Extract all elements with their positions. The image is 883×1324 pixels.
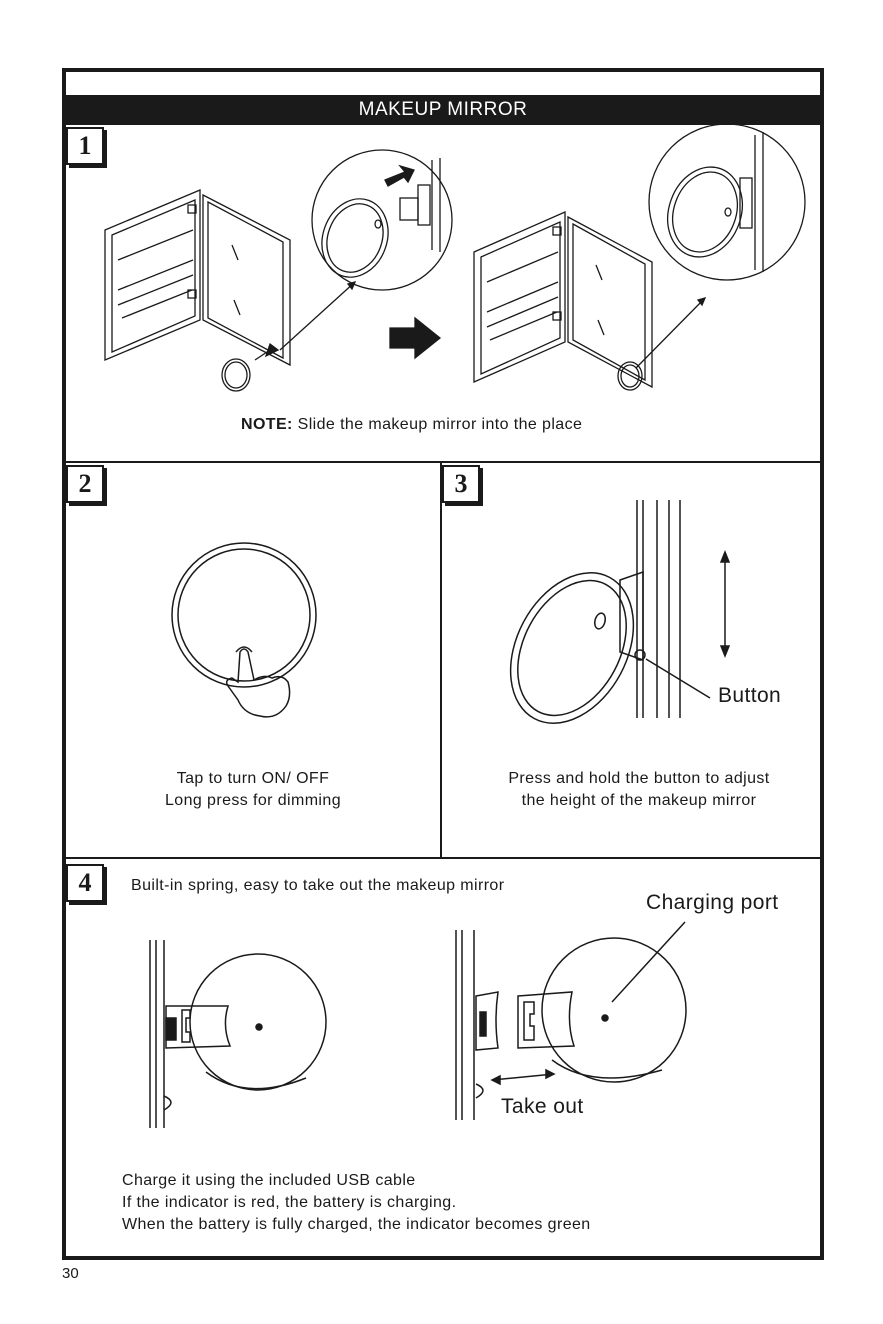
zoom-circle-before [311,149,453,291]
finger-tap-icon [225,648,291,718]
mirror-attached [189,953,327,1091]
mirror-side-view [509,572,635,724]
button-callout: Button [718,684,782,707]
charging-port [601,1014,609,1022]
take-out-callout: Take out [501,1095,584,1118]
arrow-up-icon [719,549,731,563]
cabinet-illustration-before [104,189,291,367]
step2-instruction-line2: Long press for dimming [165,792,341,809]
arrow-down-icon [719,645,731,659]
note-text: Slide the makeup mirror into the place [297,416,583,433]
page-number: 30 [62,1265,79,1282]
step4-note-3: When the battery is fully charged, the i… [122,1216,591,1233]
step4-note-1: Charge it using the included USB cable [122,1172,416,1189]
step3-instruction-line2: the height of the makeup mirror [521,792,757,809]
step-number-1: 1 [66,127,104,165]
arrow-double-icon [545,1068,556,1080]
mirror-detached [541,937,687,1083]
makeup-mirror-small [221,358,251,392]
step-number-3: 3 [442,465,480,503]
step1-note: NOTE: Slide the makeup mirror into the p… [241,416,582,434]
divider-step2-step3 [440,463,442,857]
ring-light-mirror [171,542,317,688]
charging-port-callout: Charging port [646,891,779,914]
section-title: MAKEUP MIRROR [66,95,820,125]
divider-step3-bottom [66,857,820,859]
spring-clip-detached [517,991,576,1049]
step4-note-2: If the indicator is red, the battery is … [122,1194,457,1211]
page-frame [62,68,824,1260]
note-label: NOTE: [241,416,293,433]
height-adjust-button [634,649,646,661]
arrow-right-icon [389,316,442,360]
zoom-circle-after [648,123,806,281]
step4-intro: Built-in spring, easy to take out the ma… [131,877,505,894]
cabinet-illustration-after [473,211,653,389]
step3-instruction-line1: Press and hold the button to adjust [508,770,770,787]
step-number-2: 2 [66,465,104,503]
divider-step1-bottom [66,461,820,463]
spring-clip [165,1005,232,1049]
step2-instruction-line1: Tap to turn ON/ OFF [176,770,330,787]
step-number-4: 4 [66,864,104,902]
